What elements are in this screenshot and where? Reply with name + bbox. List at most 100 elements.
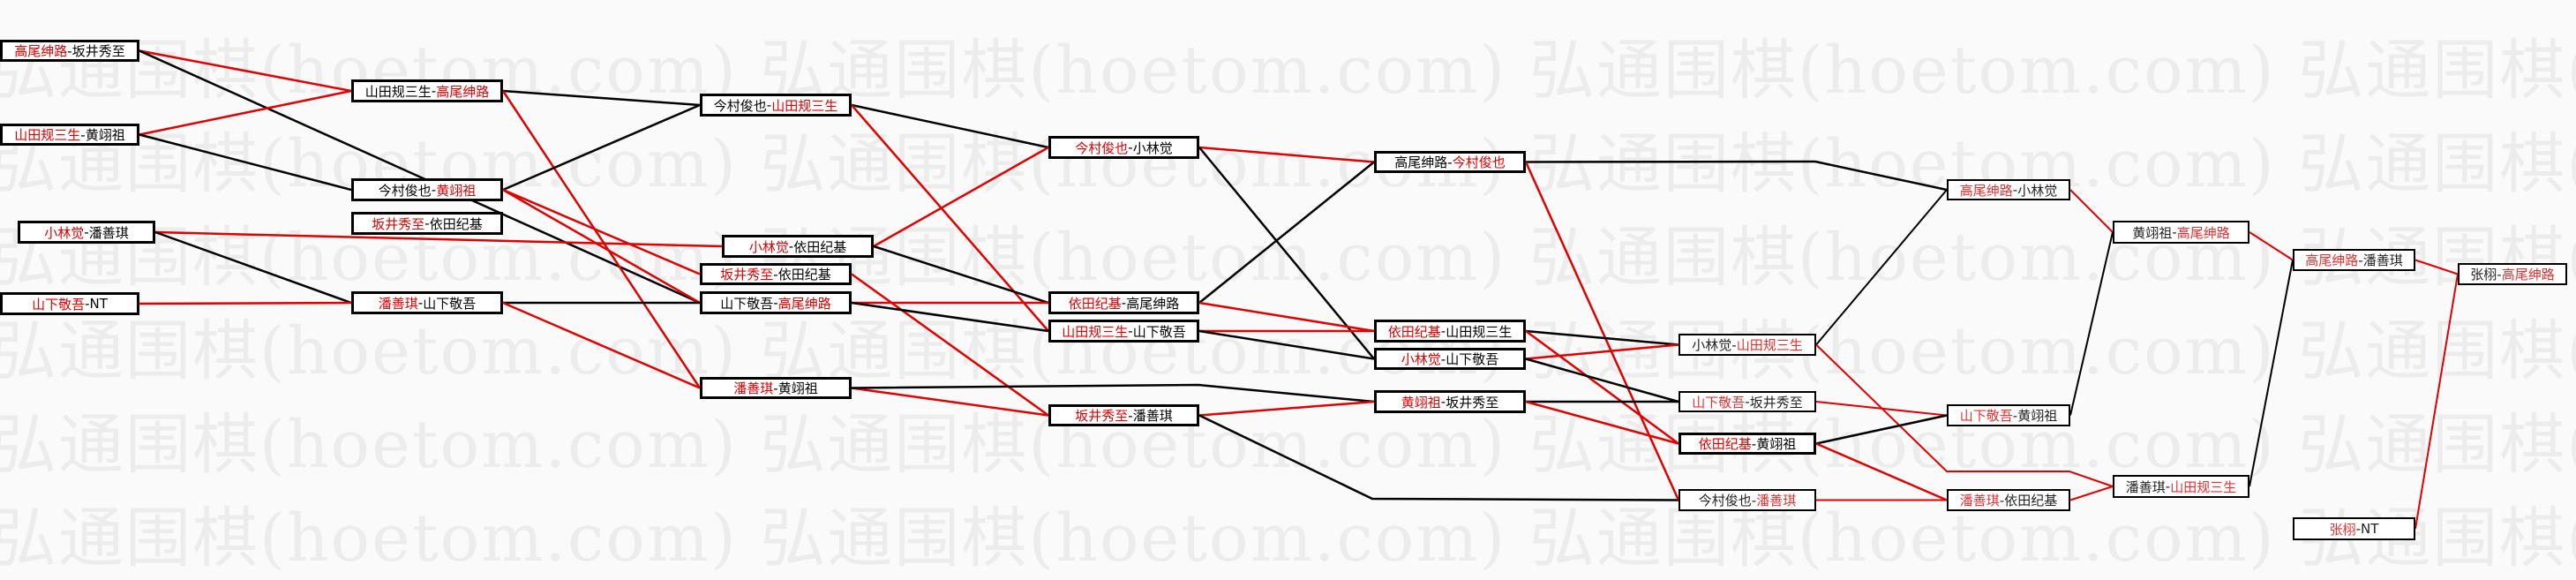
match-box: 张栩-NT — [2293, 517, 2415, 540]
player-b: 山田规三生 — [1446, 323, 1513, 340]
separator: - — [2172, 224, 2177, 240]
player-b: 黄翊祖 — [85, 127, 125, 143]
separator: - — [1745, 394, 1750, 410]
player-b: 黄翊祖 — [1756, 436, 1797, 452]
connector-red — [1198, 301, 1375, 333]
player-a: 高尾绅路 — [1959, 182, 2013, 199]
player-a: 山田规三生 — [14, 127, 81, 143]
player-a: 潘善琪 — [733, 380, 774, 396]
player-a: 今村俊也 — [1075, 139, 1129, 156]
player-b: 高尾绅路 — [777, 295, 831, 312]
connector-black — [1525, 358, 1679, 403]
match-box: 高尾绅路-坂井秀至 — [0, 40, 139, 62]
player-a: 山下敬吾 — [32, 296, 86, 313]
connector-red — [139, 49, 352, 93]
separator: - — [773, 266, 778, 282]
connector-red — [1815, 401, 1948, 417]
separator: - — [2012, 182, 2018, 198]
match-box: 依田纪基-黄翊祖 — [1679, 433, 1816, 455]
separator: - — [2165, 478, 2171, 494]
separator: - — [1440, 394, 1446, 410]
separator: - — [2012, 407, 2018, 424]
player-b: 高尾绅路 — [1126, 295, 1180, 312]
separator: - — [84, 224, 89, 240]
separator: - — [766, 97, 772, 113]
player-b: 高尾绅路 — [436, 83, 490, 100]
player-a: 今村俊也 — [713, 97, 767, 114]
connector-red — [2415, 274, 2459, 530]
match-box: 潘善琪-黄翊祖 — [700, 377, 852, 399]
match-box: 今村俊也-黄翊祖 — [351, 178, 503, 201]
match-box: 小林觉-山下敬吾 — [1374, 348, 1526, 370]
match-box: 今村俊也-小林觉 — [1048, 136, 1199, 159]
connector-black — [1525, 160, 1948, 192]
separator: - — [1751, 435, 1757, 452]
match-box: 潘善琪-山田规三生 — [2113, 475, 2249, 498]
separator: - — [1128, 139, 1133, 155]
player-a: 高尾绅路 — [14, 43, 68, 59]
match-box: 高尾绅路-今村俊也 — [1374, 151, 1526, 173]
player-a: 潘善琪 — [378, 295, 418, 312]
connector-red — [502, 188, 701, 305]
match-box: 山下敬吾-NT — [0, 292, 139, 315]
connector-black — [1815, 189, 1948, 346]
connector-red — [1815, 442, 1948, 501]
player-b: 高尾绅路 — [2501, 267, 2555, 282]
player-b: 潘善琪 — [2362, 252, 2403, 268]
player-b: 依田纪基 — [429, 215, 483, 232]
player-a: 坂井秀至 — [720, 267, 774, 282]
player-b: 依田纪基 — [793, 238, 847, 255]
connector-black — [1525, 329, 1679, 346]
player-a: 今村俊也 — [378, 182, 432, 199]
separator: - — [67, 42, 72, 59]
player-b: 坂井秀至 — [1446, 394, 1499, 411]
separator: - — [1447, 154, 1453, 170]
player-b: 山田规三生 — [771, 97, 838, 114]
player-a: 高尾绅路 — [1394, 154, 1448, 170]
player-b: 山下敬吾 — [1446, 351, 1499, 367]
separator: - — [431, 182, 437, 198]
connector-red — [1198, 146, 1375, 163]
connector-red — [2415, 259, 2459, 275]
connector-red — [1525, 400, 1679, 445]
match-box: 山田规三生-山下敬吾 — [1048, 320, 1199, 343]
match-box: 小林觉-依田纪基 — [722, 235, 874, 258]
match-box: 依田纪基-山田规三生 — [1374, 320, 1526, 343]
separator: - — [417, 295, 424, 311]
connector-red — [2069, 189, 2114, 233]
match-box: 小林觉-山田规三生 — [1679, 334, 1816, 356]
connector-red — [1524, 161, 1680, 501]
connector-black — [851, 383, 1375, 403]
connector-black — [502, 103, 701, 192]
player-b: 依田纪基 — [2004, 493, 2058, 508]
connector-red — [502, 188, 701, 275]
connector-black — [873, 245, 1049, 305]
match-box: 山田规三生-黄翊祖 — [0, 124, 139, 146]
connector-black — [2249, 260, 2294, 487]
connector-red — [851, 273, 1049, 417]
separator: - — [1440, 323, 1446, 339]
player-b: 坂井秀至 — [71, 43, 125, 59]
match-box: 潘善琪-依田纪基 — [1947, 489, 2070, 511]
match-box: 坂井秀至-潘善琪 — [1048, 404, 1199, 426]
separator: - — [773, 295, 778, 311]
separator: - — [1128, 323, 1133, 339]
player-a: 依田纪基 — [1387, 323, 1441, 340]
match-box: 张栩-高尾绅路 — [2458, 263, 2567, 285]
separator: - — [85, 296, 90, 312]
player-a: 潘善琪 — [2125, 478, 2166, 495]
player-b: 潘善琪 — [1756, 493, 1797, 508]
connector-black — [1198, 161, 1375, 304]
player-b: 山田规三生 — [2170, 478, 2237, 495]
match-box: 依田纪基-高尾绅路 — [1048, 291, 1199, 314]
connector-red — [851, 104, 1049, 332]
separator: - — [2355, 521, 2362, 537]
separator: - — [80, 126, 86, 143]
match-box: 黄翊祖-高尾绅路 — [2113, 221, 2249, 244]
connector-black — [1815, 414, 1948, 445]
separator: - — [1731, 336, 1737, 353]
match-box: 山田规三生-高尾绅路 — [351, 79, 503, 102]
player-a: 依田纪基 — [1068, 295, 1122, 312]
player-a: 依田纪基 — [1698, 436, 1752, 452]
player-b: 黄翊祖 — [777, 380, 818, 396]
